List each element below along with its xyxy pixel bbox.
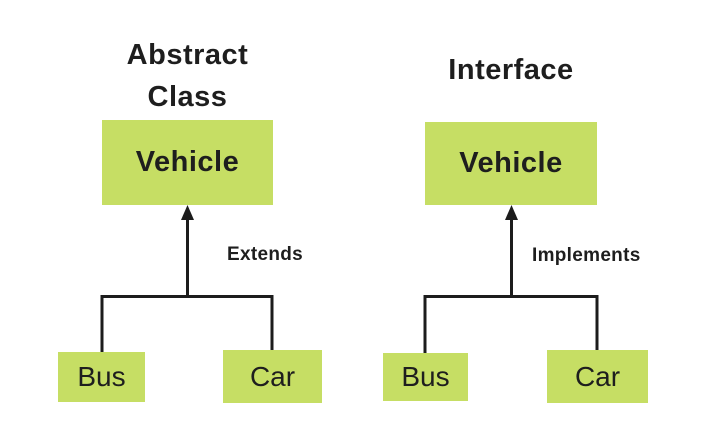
implements-arrowhead-icon [505,205,518,220]
car-node-abstract: Car [223,350,322,403]
bus-node-abstract: Bus [58,352,145,402]
bus-node-label: Bus [77,361,126,392]
bus-node-label: Bus [401,361,450,392]
bus-node-interface: Bus [383,353,468,401]
vehicle-node-interface: Vehicle [425,122,597,205]
extends-arrowhead-icon [181,205,194,220]
vehicle-node-abstract: Vehicle [102,120,273,205]
vehicle-node-label: Vehicle [135,146,240,178]
abstract-class-title: Abstract Class [126,39,249,114]
implements-branch-line [423,295,599,354]
extends-label: Extends [227,244,304,265]
car-node-interface: Car [547,350,648,403]
car-node-label: Car [574,360,621,392]
car-node-label: Car [249,360,296,392]
implements-label: Implements [532,245,641,266]
interface-title: Interface [448,54,574,86]
vehicle-node-label: Vehicle [459,147,563,179]
extends-branch-line [100,295,274,353]
